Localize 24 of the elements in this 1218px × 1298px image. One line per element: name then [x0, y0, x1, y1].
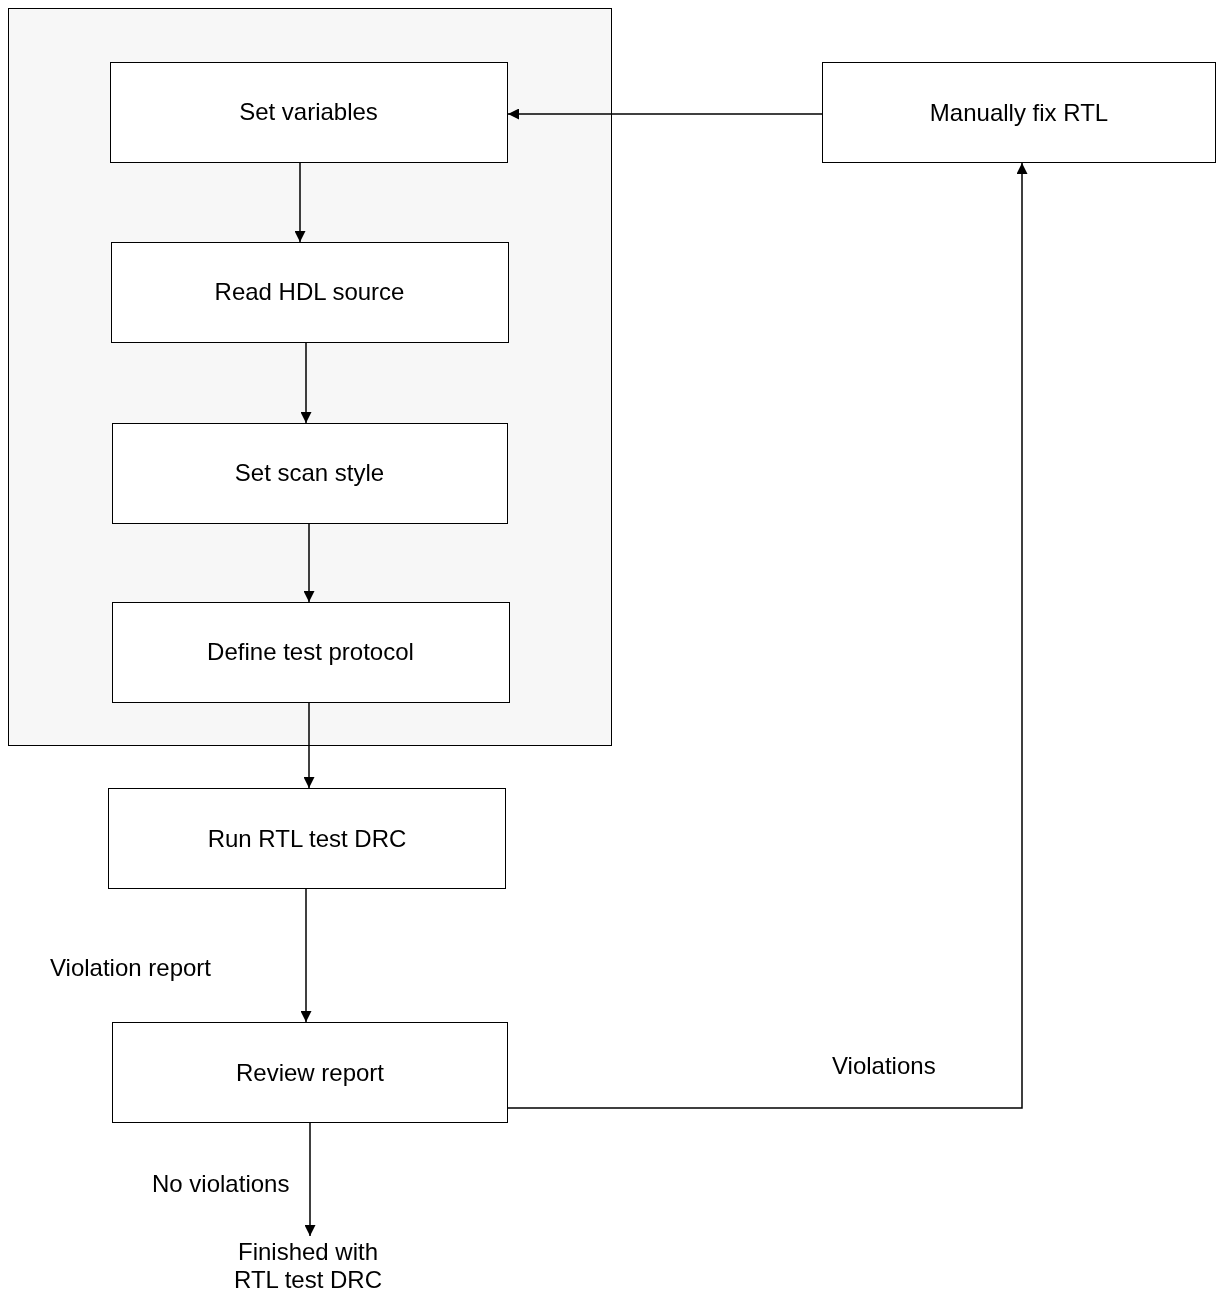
step-label: Define test protocol: [207, 638, 414, 666]
process-box: [110, 241, 509, 343]
group-panel: [8, 8, 612, 746]
arrow: [303, 702, 315, 789]
step-label: Review report: [235, 1058, 385, 1087]
arrow: [300, 342, 312, 424]
process-box: [108, 788, 506, 889]
step-label: Manually fix RTL: [929, 98, 1109, 127]
arrow: [507, 108, 823, 120]
arrow: [294, 162, 306, 243]
process-box: [112, 1022, 508, 1123]
step-label: Set variables: [239, 98, 378, 126]
step-label: Run RTL test DRC: [207, 824, 407, 853]
process-box: [822, 62, 1216, 163]
arrow: [304, 1122, 316, 1237]
process-box: [111, 601, 510, 703]
process-box: [109, 61, 508, 163]
arrow: [300, 888, 312, 1023]
arrow: [507, 162, 1028, 1109]
arrow: [303, 523, 315, 603]
end-label: Finished with RTL test DRC: [233, 1238, 383, 1294]
step-label: Set scan style: [234, 459, 385, 487]
process-box: [111, 422, 508, 524]
step-label: Read HDL source: [214, 278, 405, 306]
